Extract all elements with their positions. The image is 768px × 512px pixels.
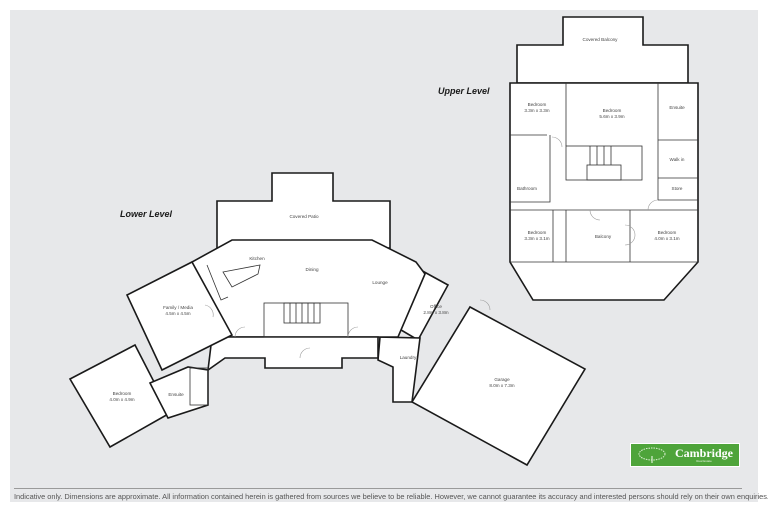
upper-level-title: Upper Level (438, 86, 490, 96)
logo-subtitle: Real Estate (696, 459, 712, 463)
room-bedroom-1-size: 3.3m x 3.3m (524, 108, 549, 113)
room-bedroom-4: Bedroom (658, 230, 677, 235)
room-bedroom-2: Bedroom (603, 108, 622, 113)
room-bedroom-3-size: 3.3m x 3.1m (524, 236, 549, 241)
room-lounge: Lounge (372, 280, 388, 285)
room-covered-patio: Covered Patio (289, 214, 319, 219)
room-bedroom-1: Bedroom (528, 102, 547, 107)
room-family-media: Family / Media (163, 305, 193, 310)
room-covered-balcony: Covered Balcony (583, 37, 619, 42)
room-garage-size: 8.0m x 7.3m (489, 383, 514, 388)
laundry (377, 336, 421, 403)
room-bedroom-lower-size: 4.0m x 4.9m (109, 397, 134, 402)
room-garage: Garage (494, 377, 510, 382)
bedroom-lower (68, 343, 172, 449)
room-walk-in: Walk in (670, 157, 685, 162)
room-bedroom-4-size: 4.0m x 3.1m (654, 236, 679, 241)
lower-level-plan (68, 172, 587, 467)
cambridge-logo: Cambridge Real Estate (630, 443, 740, 467)
room-dining: Dining (305, 267, 318, 272)
hallway (206, 336, 379, 372)
disclaimer-text: Indicative only. Dimensions are approxim… (14, 492, 768, 501)
room-store: Store (672, 186, 683, 191)
room-bedroom-3: Bedroom (528, 230, 547, 235)
covered-patio (216, 172, 391, 249)
lower-level-title: Lower Level (120, 209, 173, 219)
upper-level-plan (509, 16, 699, 301)
room-bedroom-2-size: 5.6m x 3.9m (599, 114, 624, 119)
footer-divider (14, 488, 742, 489)
room-bathroom: Bathroom (517, 186, 537, 191)
family-media (125, 260, 234, 372)
garage (410, 305, 587, 467)
room-bedroom-lower: Bedroom (113, 391, 132, 396)
room-ensuite-lower: Ensuite (168, 392, 184, 397)
logo-name: Cambridge (675, 446, 733, 460)
room-office: Office (430, 304, 442, 309)
room-balcony: Balcony (595, 234, 612, 239)
room-family-media-size: 4.5m x 4.5m (165, 311, 190, 316)
covered-balcony (516, 16, 689, 84)
living-area (191, 239, 426, 338)
room-kitchen: Kitchen (249, 256, 265, 261)
room-office-size: 2.8m x 3.8m (423, 310, 448, 315)
tree-icon (638, 447, 666, 463)
room-ensuite-upper: Ensuite (669, 105, 685, 110)
room-laundry: Laundry (400, 355, 417, 360)
